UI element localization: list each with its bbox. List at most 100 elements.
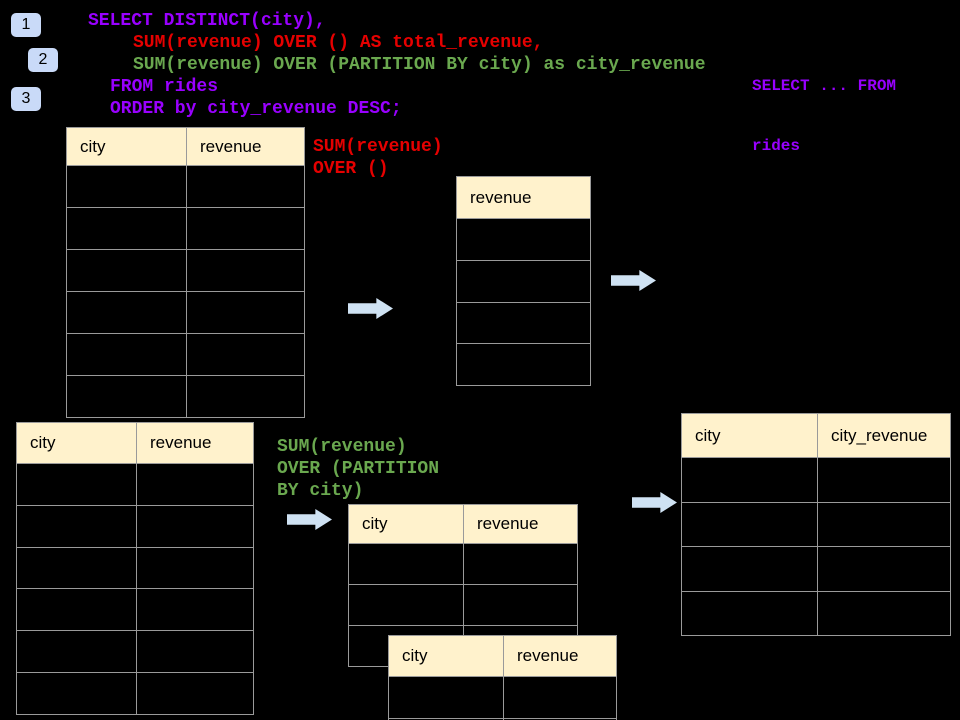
- total-revenue-window-label-line: SUM(revenue): [313, 137, 443, 157]
- table-cell: [66, 207, 187, 250]
- table-row: [456, 301, 591, 345]
- table-cell: [186, 207, 305, 250]
- table-cell: [186, 249, 305, 292]
- side-note-line: SELECT ... FROM: [752, 77, 897, 95]
- table-cell: [817, 501, 951, 547]
- table-cell: [456, 343, 591, 386]
- sql-line-2: SUM(revenue) OVER () AS total_revenue,: [133, 33, 544, 53]
- side-note: SELECT ... FROM rides: [752, 36, 896, 196]
- table-cell: [681, 546, 818, 592]
- total-revenue-window-label-line: OVER (): [313, 159, 389, 179]
- table-row: [66, 207, 305, 250]
- table-cell: [136, 588, 254, 632]
- table-cell: [817, 590, 951, 636]
- table-row: [348, 543, 578, 585]
- table-cell: [348, 584, 464, 626]
- table-cell: [681, 501, 818, 547]
- table-row: [388, 718, 617, 720]
- table-cell: [456, 218, 591, 261]
- column-header: revenue: [456, 176, 591, 219]
- column-header: city: [66, 127, 187, 166]
- table-row: [66, 249, 305, 292]
- total-revenue-window-table: revenue: [456, 176, 591, 386]
- table-cell: [16, 630, 137, 673]
- table-row: [16, 463, 254, 506]
- partition-window-label-line: OVER (PARTITION: [277, 459, 440, 479]
- total-revenue-window-label: SUM(revenue)OVER (): [313, 136, 443, 180]
- table-row: [16, 588, 254, 632]
- table-cell: [186, 375, 305, 418]
- table-cell: [456, 301, 591, 345]
- sql-line-3: SUM(revenue) OVER (PARTITION BY city) as…: [133, 55, 706, 75]
- table-cell: [66, 375, 187, 418]
- partition-window-label-line: SUM(revenue): [277, 437, 407, 457]
- table-cell: [16, 504, 137, 548]
- column-header: city: [16, 422, 137, 464]
- table-cell: [16, 671, 137, 715]
- table-cell: [136, 630, 254, 673]
- column-header: city: [348, 504, 464, 544]
- sql-line-4: FROM rides: [110, 77, 219, 97]
- table-row: [66, 333, 305, 376]
- table-row: [16, 504, 254, 548]
- arrow-to-city-revenue-result-icon: [632, 492, 677, 513]
- table-cell: [817, 457, 951, 503]
- column-header: revenue: [186, 127, 305, 166]
- arrow-from-total-window-icon: [611, 270, 656, 291]
- partition-window-label-line: BY city): [277, 481, 364, 501]
- step-badge-3: 3: [11, 87, 41, 111]
- table-cell: [136, 546, 254, 590]
- table-row: [681, 457, 951, 503]
- column-header: revenue: [503, 635, 617, 677]
- table-cell: [463, 543, 578, 585]
- column-header: revenue: [463, 504, 578, 544]
- table-row: [66, 165, 305, 208]
- table-cell: [66, 333, 187, 376]
- table-row: [16, 630, 254, 673]
- table-cell: [66, 291, 187, 334]
- table-row: [16, 546, 254, 590]
- table-row: [681, 501, 951, 547]
- table-cell: [66, 165, 187, 208]
- column-header: city: [681, 413, 818, 458]
- step-badge-1: 1: [11, 13, 41, 37]
- table-cell: [681, 590, 818, 636]
- table-cell: [817, 546, 951, 592]
- table-cell: [66, 249, 187, 292]
- table-row: [456, 218, 591, 261]
- table-row: [456, 343, 591, 386]
- table-row: [388, 676, 617, 719]
- column-header: revenue: [136, 422, 254, 464]
- table-row: [681, 590, 951, 636]
- table-cell: [136, 671, 254, 715]
- sql-line-5: ORDER by city_revenue DESC;: [110, 99, 402, 119]
- table-cell: [186, 165, 305, 208]
- table-row: [66, 375, 305, 418]
- table-cell: [463, 584, 578, 626]
- table-cell: [681, 457, 818, 503]
- column-header: city_revenue: [817, 413, 951, 458]
- table-cell: [136, 504, 254, 548]
- table-cell: [16, 588, 137, 632]
- table-cell: [136, 463, 254, 506]
- table-row: [16, 671, 254, 715]
- table-cell: [16, 463, 137, 506]
- table-cell: [348, 543, 464, 585]
- table-cell: [503, 676, 617, 719]
- table-cell: [503, 718, 617, 720]
- arrow-to-partition-tables-icon: [287, 509, 332, 530]
- table-row: [456, 259, 591, 303]
- table-row: [348, 584, 578, 626]
- arrow-to-total-window-icon: [348, 298, 393, 319]
